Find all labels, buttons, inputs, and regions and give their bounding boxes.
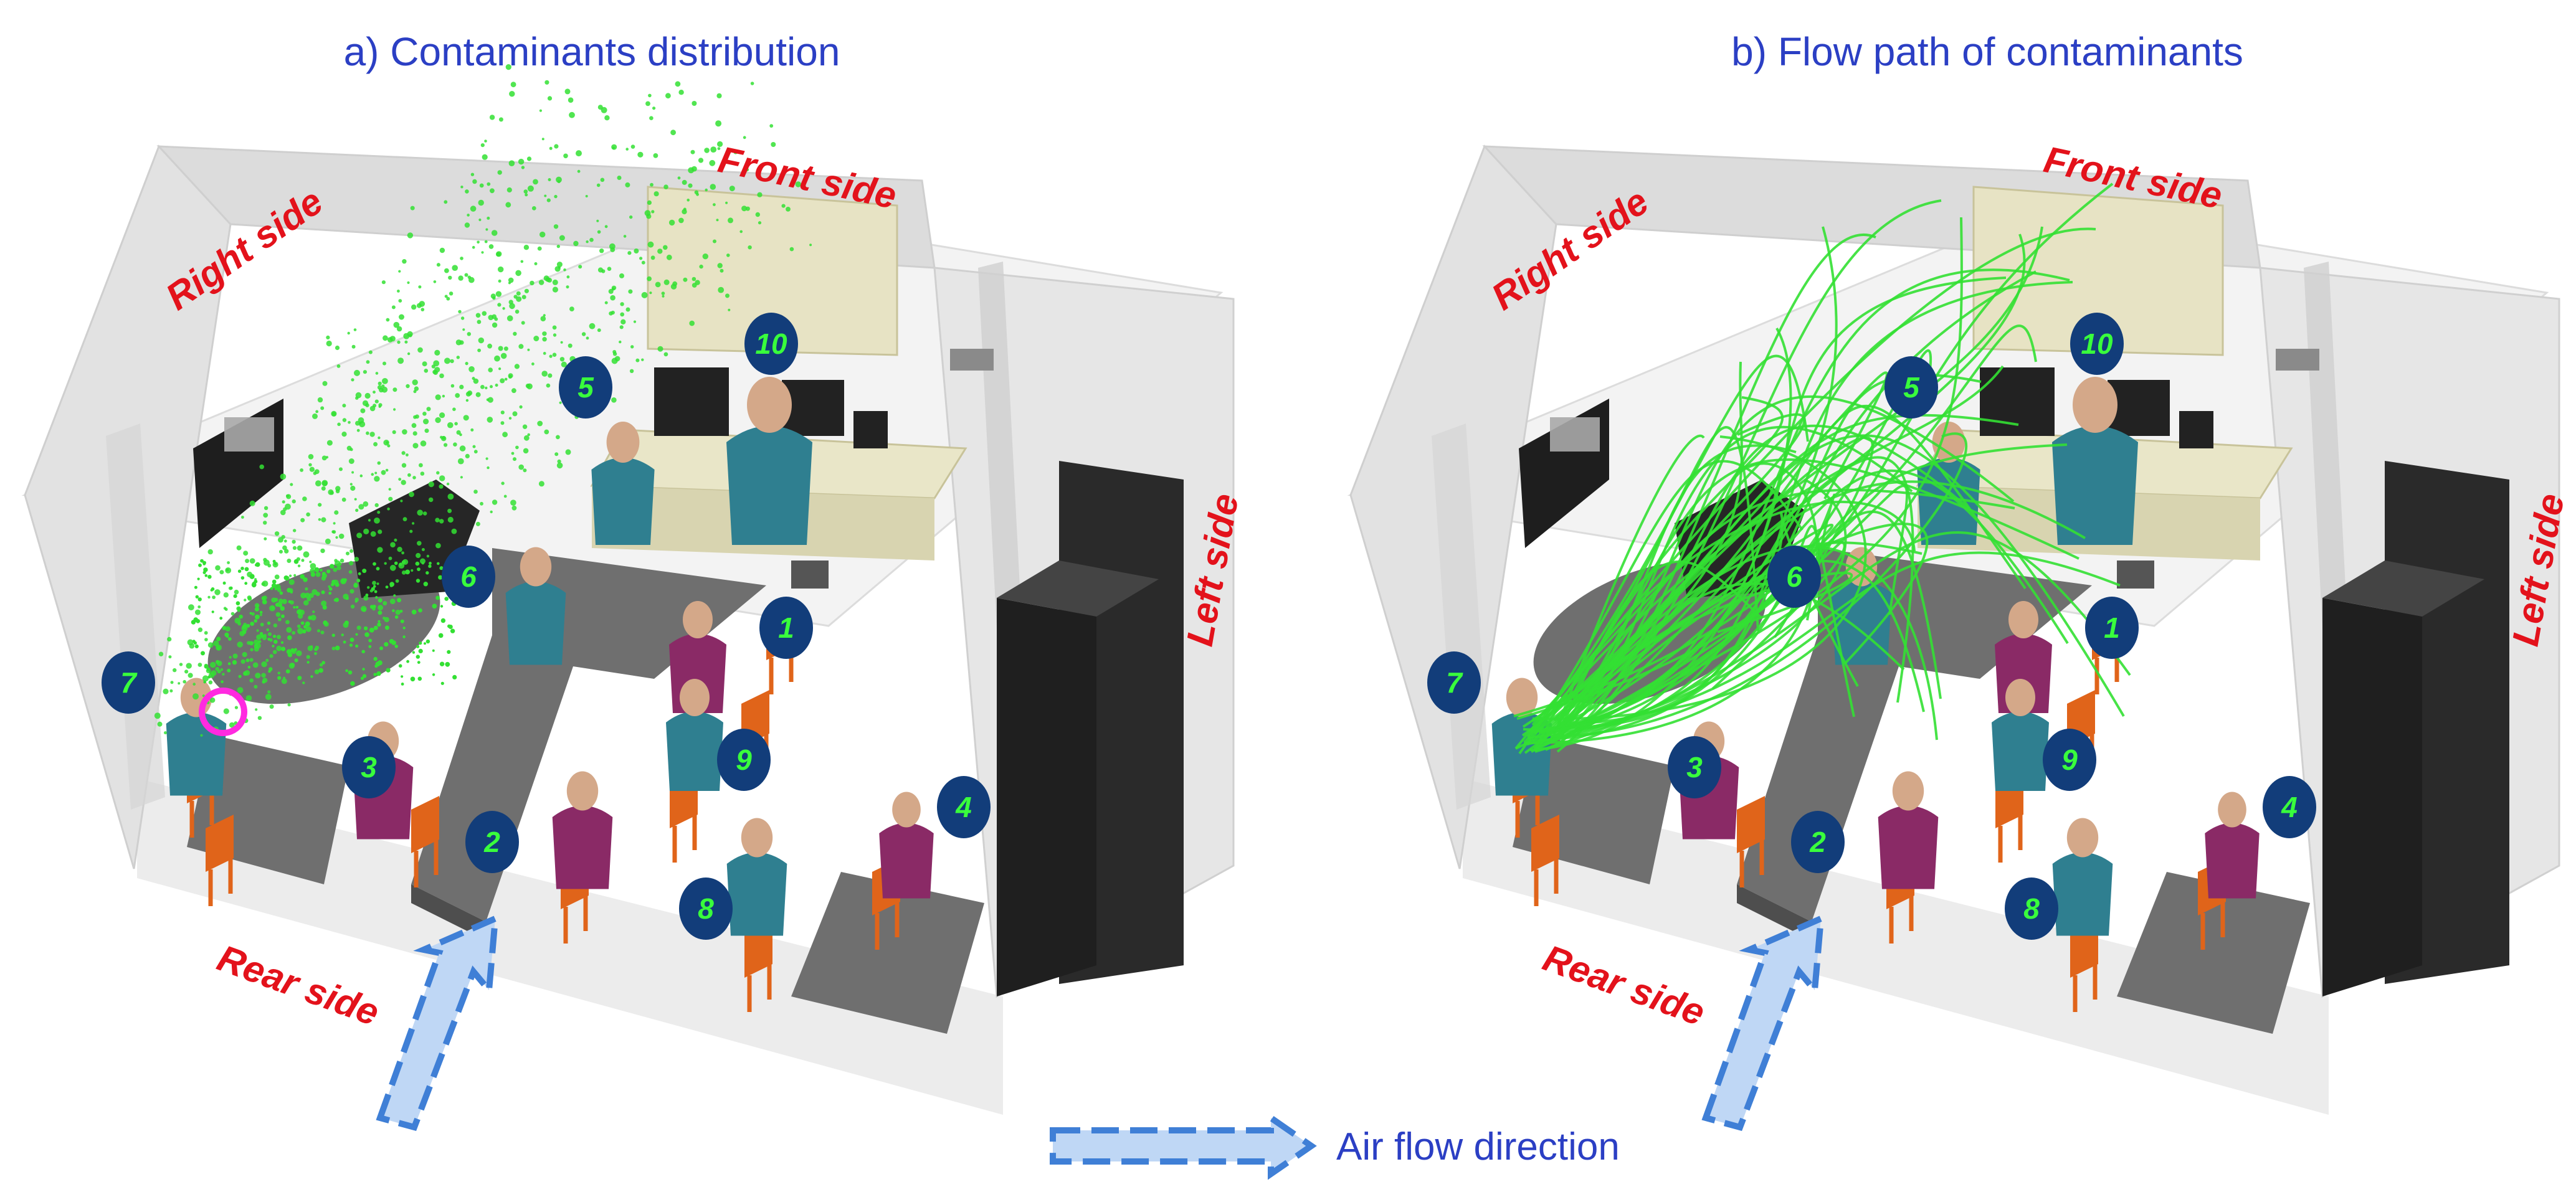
occupant-figure	[726, 377, 812, 545]
chair	[1737, 796, 1765, 853]
occupant-badge: 4	[2263, 776, 2316, 838]
occupant-number: 10	[755, 328, 787, 360]
coffee-machine	[2108, 380, 2170, 436]
room-floor-slab	[137, 778, 1003, 1115]
occupant-number: 2	[1809, 826, 1826, 858]
occupant-figure	[2052, 818, 2113, 936]
occupant-badge: 3	[1668, 736, 1721, 798]
occupant-number: 2	[483, 826, 500, 858]
source-ring	[199, 688, 247, 736]
rear-side-label: Rear side	[212, 937, 385, 1033]
room-floor-slab	[1463, 778, 2329, 1115]
occupant-badge: 10	[2070, 313, 2124, 375]
occupant-number: 1	[2104, 612, 2120, 644]
storage-cabinet	[2322, 598, 2422, 996]
chair	[206, 815, 234, 872]
occupant-badge: 2	[465, 811, 519, 873]
panel-title: a) Contaminants distribution	[344, 29, 840, 74]
contaminant-streamlines	[1513, 182, 2131, 755]
occupant-badge: 4	[937, 776, 991, 838]
occupant-number: 4	[955, 791, 972, 823]
contaminant-particles	[154, 64, 812, 737]
occupant-badge: 1	[2085, 597, 2139, 659]
dashed-arrow-icon	[1050, 1112, 1317, 1180]
occupant-badge: 9	[2043, 729, 2096, 791]
occupant-badge: 6	[1767, 546, 1821, 608]
occupant-number: 4	[2281, 791, 2298, 823]
coffee-machine	[782, 380, 844, 436]
legend-label: Air flow direction	[1336, 1125, 1620, 1168]
occupant-figure	[552, 771, 613, 889]
occupant-badge: 5	[1884, 356, 1938, 419]
occupant-badge: 9	[717, 729, 771, 791]
occupant-number: 6	[1786, 561, 1802, 593]
rear-side-label: Rear side	[1538, 937, 1711, 1033]
floor-vent	[791, 561, 829, 589]
side-table	[791, 872, 984, 1034]
occupant-number: 1	[778, 612, 794, 644]
occupant-figure	[505, 547, 566, 665]
chair	[411, 796, 439, 853]
occupant-figure	[2052, 377, 2138, 545]
occupant-number: 8	[698, 892, 714, 925]
occupant-badge: 7	[1427, 651, 1481, 714]
occupant-badge: 2	[1791, 811, 1845, 873]
occupant-number: 7	[1446, 666, 1463, 699]
occupant-figure	[1992, 679, 2049, 791]
chair	[1531, 815, 1559, 872]
occupant-badge: 7	[102, 651, 155, 714]
occupant-number: 3	[1686, 751, 1703, 783]
occupant-number: 9	[736, 744, 752, 776]
occupant-badge: 8	[679, 877, 733, 940]
occupant-number: 5	[577, 371, 594, 404]
occupant-number: 7	[120, 666, 138, 699]
occupant-badge: 8	[2005, 877, 2058, 940]
airflow-arrow-icon	[376, 914, 499, 1132]
floor-vent	[2117, 561, 2154, 589]
panel-title: b) Flow path of contaminants	[1731, 29, 2243, 74]
side-table	[2117, 872, 2310, 1034]
occupant-figure	[591, 422, 655, 545]
occupant-number: 3	[361, 751, 377, 783]
occupant-badge: 5	[559, 356, 612, 419]
legend: Air flow direction	[1050, 1112, 1620, 1180]
occupant-number: 8	[2023, 892, 2040, 925]
occupant-figure	[726, 818, 787, 936]
airflow-arrow-icon	[1701, 914, 1825, 1132]
ceiling-diffuser	[950, 349, 994, 371]
ceiling-diffuser	[2276, 349, 2319, 371]
occupant-number: 9	[2061, 744, 2078, 776]
occupant-badge: 10	[744, 313, 798, 375]
occupant-figure	[666, 679, 723, 791]
occupant-badge: 1	[759, 597, 813, 659]
coffee-machine	[654, 367, 729, 436]
occupant-badge: 6	[442, 546, 495, 608]
storage-cabinet	[997, 598, 1096, 996]
occupant-figure	[1878, 771, 1939, 889]
occupant-figure	[2205, 792, 2260, 899]
occupant-number: 5	[1903, 371, 1920, 404]
occupant-number: 10	[2081, 328, 2113, 360]
wall-cabinet	[647, 186, 898, 356]
occupant-number: 6	[460, 561, 477, 593]
occupant-badge: 3	[342, 736, 396, 798]
occupant-figure	[879, 792, 934, 899]
